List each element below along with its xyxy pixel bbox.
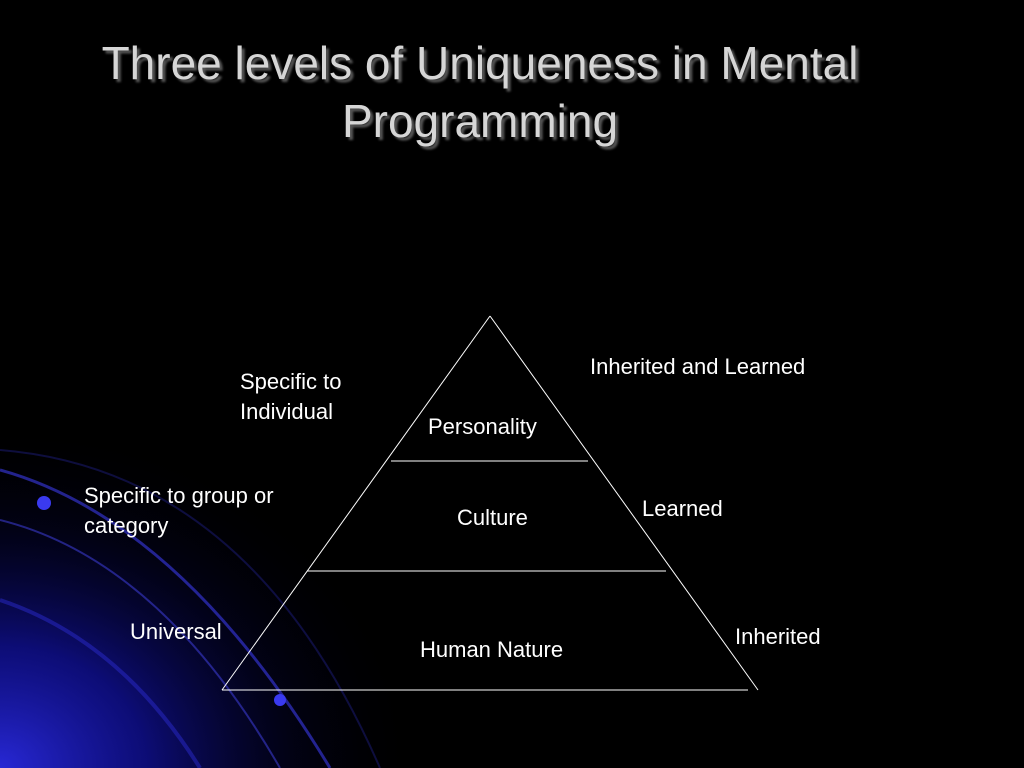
label-specific-to-individual: Specific to Individual bbox=[240, 367, 342, 427]
label-inherited-and-learned: Inherited and Learned bbox=[590, 354, 806, 379]
label-specific-to-group: Specific to group or category bbox=[84, 481, 274, 541]
pyramid-right-edge bbox=[489, 315, 759, 691]
level-personality: Personality bbox=[428, 414, 537, 439]
deco-dot bbox=[274, 694, 286, 706]
label-inherited: Inherited bbox=[735, 624, 821, 649]
label-universal: Universal bbox=[130, 619, 222, 644]
label-specific-to-group-line-1: Specific to group or bbox=[84, 483, 274, 508]
level-human-nature: Human Nature bbox=[420, 637, 564, 662]
label-specific-to-group-line-2: category bbox=[84, 513, 169, 538]
pyramid-left-edge bbox=[221, 315, 491, 691]
label-learned: Learned bbox=[642, 496, 723, 521]
slide-title: Three levels of Uniqueness in Mental Pro… bbox=[0, 34, 960, 150]
title-line-1: Three levels of Uniqueness in Mental bbox=[101, 37, 859, 89]
label-specific-to-individual-line-1: Specific to bbox=[240, 369, 342, 394]
label-specific-to-individual-line-2: Individual bbox=[240, 399, 333, 424]
deco-dot bbox=[37, 496, 51, 510]
level-culture: Culture bbox=[457, 505, 528, 530]
title-line-2: Programming bbox=[341, 95, 619, 147]
